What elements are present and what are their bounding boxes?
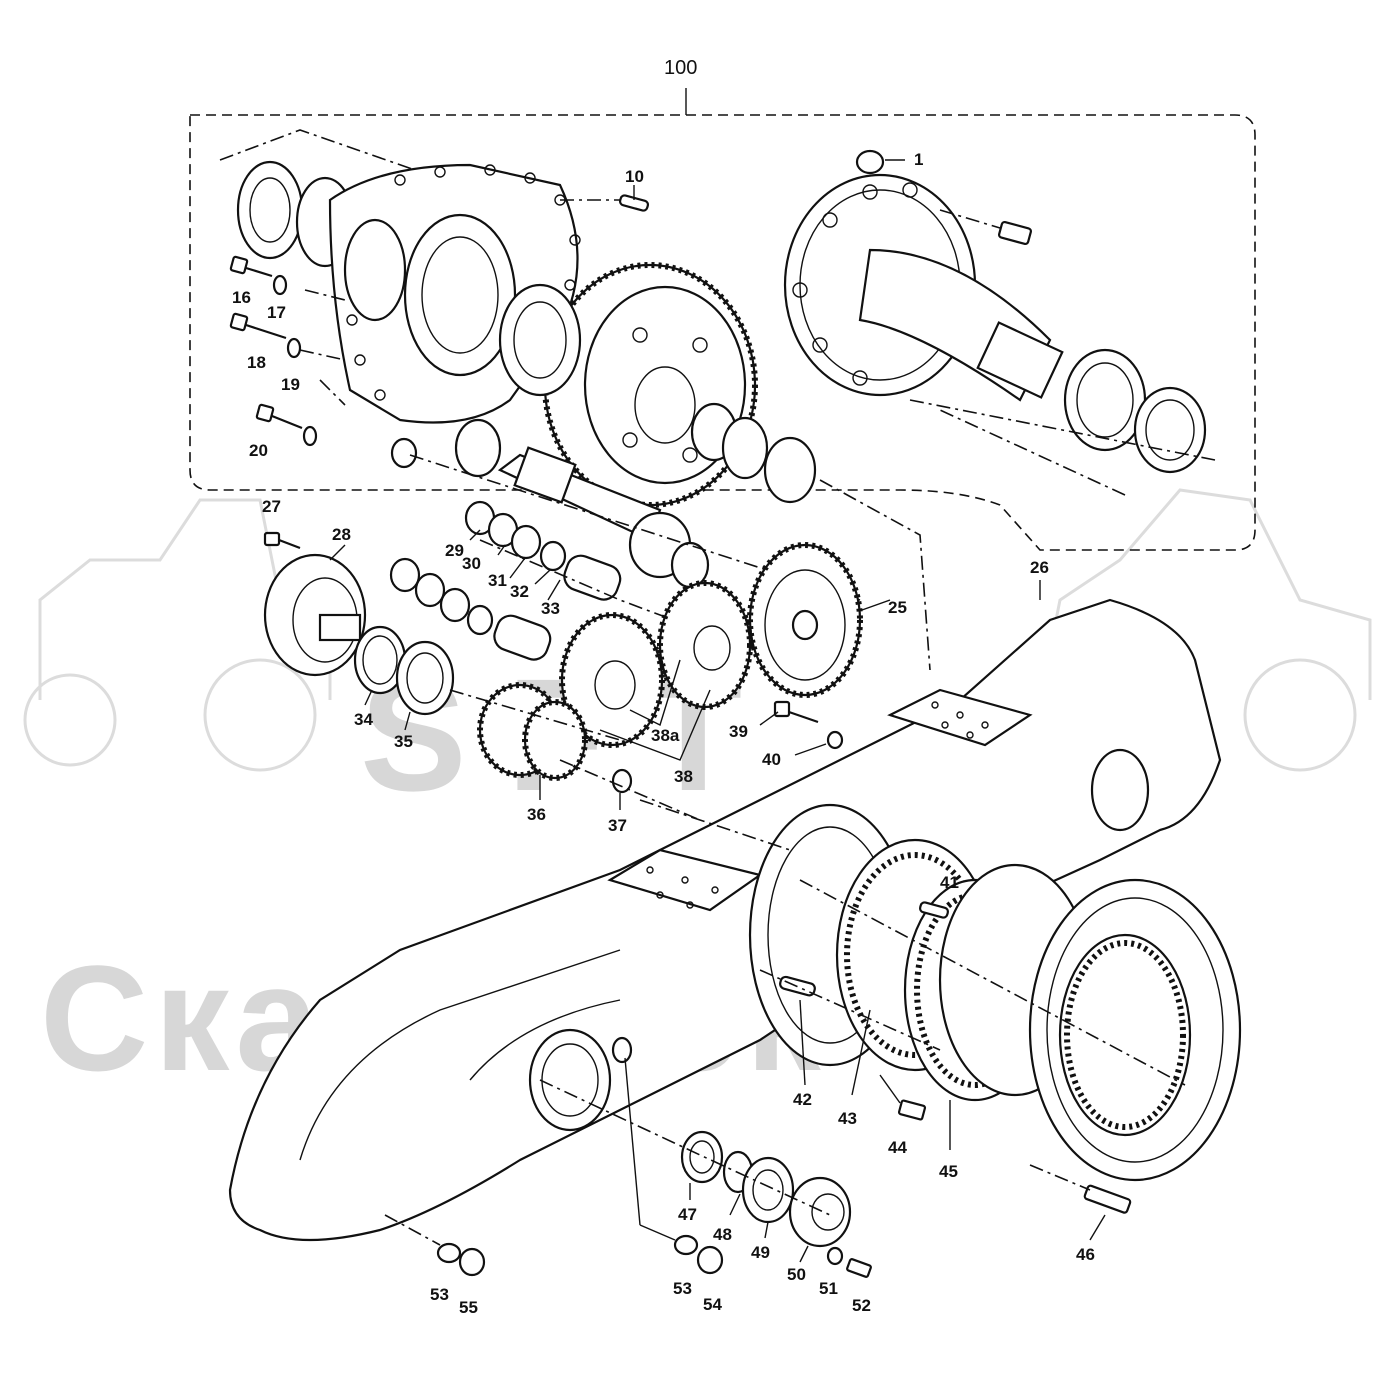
plug-55-icon — [458, 1247, 486, 1277]
bolt-20-icon — [255, 403, 303, 430]
pin-10-icon — [560, 194, 650, 212]
callout-54: 54 — [703, 1295, 722, 1314]
callout-46: 46 — [1076, 1245, 1095, 1264]
bolt-icon — [939, 209, 1032, 246]
gear-38 — [559, 612, 665, 748]
axle-housing-26 — [228, 598, 1222, 1242]
bolt-39-icon — [773, 700, 819, 724]
callout-labels: 100 1 10 16 17 18 19 20 25 26 27 28 29 3… — [232, 57, 1095, 1317]
callout-36: 36 — [527, 805, 546, 824]
washer-40-icon — [826, 730, 844, 750]
callout-27: 27 — [262, 497, 281, 516]
washer-19-icon — [286, 337, 302, 359]
callout-39: 39 — [729, 722, 748, 741]
callout-25: 25 — [888, 598, 907, 617]
nut-1-icon — [855, 149, 905, 175]
callout-32: 32 — [510, 582, 529, 601]
callout-44: 44 — [888, 1138, 907, 1157]
seal-ring-53-icon — [673, 1234, 699, 1256]
callout-28: 28 — [332, 525, 351, 544]
bearing-35-icon — [395, 640, 455, 716]
gear-38a — [657, 580, 753, 710]
callout-49: 49 — [751, 1243, 770, 1262]
callout-38: 38 — [674, 767, 693, 786]
plug-54-icon — [696, 1245, 724, 1275]
pinion-shaft — [409, 418, 861, 601]
seal-34-icon — [353, 625, 407, 695]
planetary-gear-large — [542, 262, 758, 508]
callout-19: 19 — [281, 375, 300, 394]
callout-31: 31 — [488, 571, 507, 590]
callout-30: 30 — [462, 554, 481, 573]
bolt-46-icon — [1029, 1164, 1132, 1214]
callout-33: 33 — [541, 599, 560, 618]
callout-52: 52 — [852, 1296, 871, 1315]
pinion-gear-36 — [477, 682, 588, 781]
seal-ring-53-left-icon — [436, 1242, 462, 1264]
bearing-47-icon — [680, 1130, 724, 1184]
bolt-52-icon — [846, 1258, 872, 1278]
callout-41: 41 — [940, 873, 959, 892]
bolt-27-icon — [263, 531, 301, 550]
callout-1: 1 — [914, 150, 923, 169]
callout-47: 47 — [678, 1205, 697, 1224]
callout-20: 20 — [249, 441, 268, 460]
bolt-18-icon — [229, 312, 287, 340]
callout-17: 17 — [267, 303, 286, 322]
callout-26: 26 — [1030, 558, 1049, 577]
washer-51-icon — [826, 1246, 844, 1266]
callout-10: 10 — [625, 167, 644, 186]
callout-43: 43 — [838, 1109, 857, 1128]
callout-34: 34 — [354, 710, 373, 729]
callout-16: 16 — [232, 288, 251, 307]
plug-37-icon — [611, 768, 633, 794]
bolt-16-icon — [229, 255, 273, 278]
callout-100: 100 — [664, 57, 697, 79]
gear-25 — [747, 542, 863, 698]
callout-37: 37 — [608, 816, 627, 835]
cover-28 — [263, 553, 367, 677]
callout-45: 45 — [939, 1162, 958, 1181]
callout-53-left: 53 — [430, 1285, 449, 1304]
callout-55: 55 — [459, 1298, 478, 1317]
callout-leaders — [329, 185, 1106, 1263]
callout-18: 18 — [247, 353, 266, 372]
cap-50-icon — [788, 1176, 852, 1248]
callout-53: 53 — [673, 1279, 692, 1298]
washer-17-icon — [272, 274, 288, 296]
callout-40: 40 — [762, 750, 781, 769]
callout-29: 29 — [445, 541, 464, 560]
wheel-hub — [1028, 878, 1242, 1182]
bolt-44-icon — [897, 1099, 927, 1121]
callout-50: 50 — [787, 1265, 806, 1284]
callout-42: 42 — [793, 1090, 812, 1109]
callout-48: 48 — [713, 1225, 732, 1244]
callout-38a: 38a — [651, 726, 680, 745]
gasket-49-icon — [741, 1156, 795, 1224]
bearing-icon — [498, 283, 582, 397]
stub-axle — [783, 173, 1064, 402]
callout-51: 51 — [819, 1279, 838, 1298]
callout-35: 35 — [394, 732, 413, 751]
